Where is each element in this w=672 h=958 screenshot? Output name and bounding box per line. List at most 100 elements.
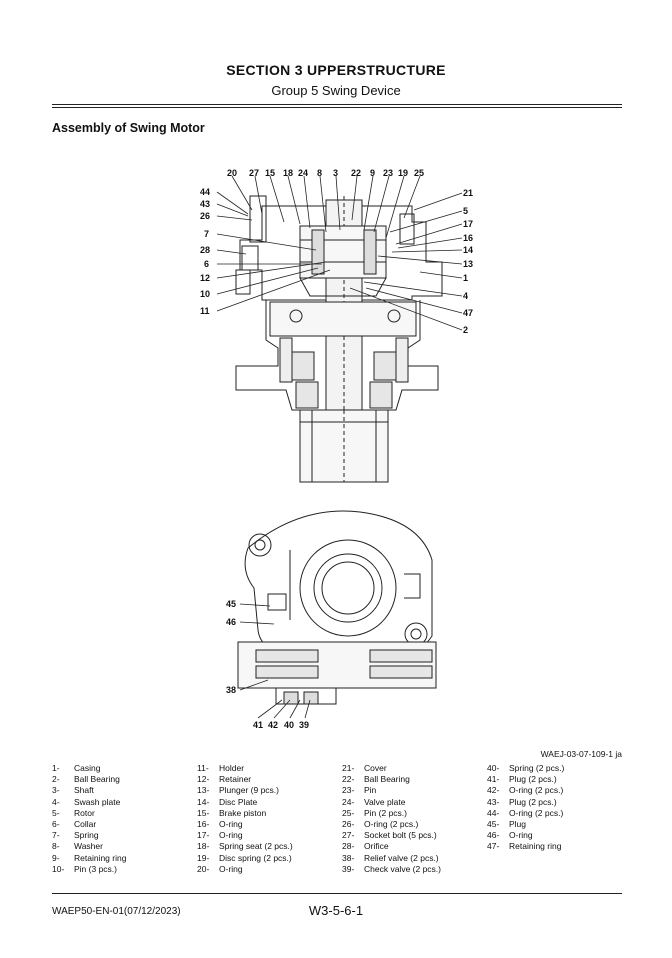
legend-num: 3-	[52, 785, 60, 796]
legend-num: 14-	[197, 796, 210, 807]
legend-num: 26-	[342, 819, 355, 830]
legend-item: 23-Pin	[342, 785, 441, 796]
legend-item: 1-Casing	[52, 763, 126, 774]
callout-16: 16	[463, 233, 473, 243]
footer-doc-code: WAEP50-EN-01(07/12/2023)	[52, 906, 181, 917]
group-title: Group 5 Swing Device	[271, 83, 401, 98]
legend-label: Washer	[74, 841, 103, 852]
legend-num: 28-	[342, 841, 355, 852]
callout-39: 39	[299, 720, 309, 730]
legend-label: Plunger (9 pcs.)	[219, 785, 279, 796]
header-rule-top	[52, 104, 622, 105]
legend-label: O-ring (2 pcs.)	[509, 807, 564, 818]
legend-num: 21-	[342, 763, 355, 773]
legend-num: 45-	[487, 819, 500, 830]
legend-item: 25-Pin (2 pcs.)	[342, 808, 441, 819]
callout-3: 3	[333, 168, 338, 178]
legend-label: O-ring	[219, 830, 243, 841]
legend-num: 22-	[342, 774, 355, 785]
legend-label: O-ring	[509, 830, 533, 841]
legend-item: 45-Plug	[487, 819, 564, 830]
callout-10: 10	[200, 289, 210, 299]
legend-label: Holder	[219, 763, 245, 773]
legend-item: 5-Rotor	[52, 808, 126, 819]
legend-label: Check valve (2 pcs.)	[364, 863, 441, 874]
legend-item: 15-Brake piston	[197, 808, 293, 819]
parts-legend-col-1: 1-Casing 2-Ball Bearing 3-Shaft 4- Swash …	[52, 763, 126, 875]
legend-item: 17- O-ring	[197, 830, 293, 841]
legend-label: Plug (2 pcs.)	[509, 796, 557, 807]
callout-5: 5	[463, 206, 468, 216]
legend-item: 3-Shaft	[52, 785, 126, 796]
legend-num: 7-	[52, 830, 60, 841]
callout-14: 14	[463, 245, 473, 255]
legend-num: 39-	[342, 863, 355, 874]
legend-num: 18-	[197, 841, 210, 852]
legend-item: 44-O-ring (2 pcs.)	[487, 808, 564, 819]
legend-item: 43- Plug (2 pcs.)	[487, 797, 564, 808]
legend-item: 14-Disc Plate	[197, 797, 293, 808]
legend-label: Retaining ring	[74, 852, 127, 863]
legend-item: 21-Cover	[342, 763, 441, 774]
page-heading: Assembly of Swing Motor	[52, 121, 205, 135]
legend-num: 46-	[487, 830, 500, 841]
legend-num: 12-	[197, 774, 210, 785]
legend-item: 11-Holder	[197, 763, 293, 774]
legend-label: O-ring	[219, 863, 243, 874]
callout-40: 40	[284, 720, 294, 730]
callout-43: 43	[200, 199, 210, 209]
legend-item: 4- Swash plate	[52, 797, 126, 808]
callout-1: 1	[463, 273, 468, 283]
legend-item: 2-Ball Bearing	[52, 774, 126, 785]
legend-num: 27-	[342, 830, 355, 841]
legend-num: 47-	[487, 841, 500, 852]
legend-item: 39- Check valve (2 pcs.)	[342, 864, 441, 875]
legend-num: 9-	[52, 852, 60, 863]
legend-num: 43-	[487, 796, 500, 807]
legend-num: 15-	[197, 807, 210, 818]
legend-label: O-ring	[219, 819, 243, 830]
legend-num: 42-	[487, 785, 500, 796]
callout-2: 2	[463, 325, 468, 335]
legend-item: 20-O-ring	[197, 864, 293, 875]
legend-item: 24-Valve plate	[342, 797, 441, 808]
legend-num: 17-	[197, 830, 210, 841]
header-rule-bottom	[52, 107, 622, 108]
callout-23: 23	[383, 168, 393, 178]
legend-label: Swash plate	[74, 796, 121, 807]
legend-label: Pin	[364, 785, 377, 796]
legend-num: 19-	[197, 852, 210, 863]
legend-num: 16-	[197, 819, 210, 830]
legend-item: 18-Spring seat (2 pcs.)	[197, 841, 293, 852]
legend-item: 6-Collar	[52, 819, 126, 830]
callout-7: 7	[204, 229, 209, 239]
callout-11: 11	[200, 306, 210, 316]
legend-num: 4-	[52, 796, 60, 807]
legend-label: Relief valve (2 pcs.)	[364, 852, 439, 863]
callout-13: 13	[463, 259, 473, 269]
callout-21: 21	[463, 188, 473, 198]
legend-label: Retainer	[219, 774, 252, 785]
callout-38: 38	[226, 685, 236, 695]
callout-17: 17	[463, 219, 473, 229]
legend-item: 22- Ball Bearing	[342, 774, 441, 785]
legend-label: O-ring (2 pcs.)	[364, 819, 419, 830]
legend-item: 10-Pin (3 pcs.)	[52, 864, 126, 875]
callout-47: 47	[463, 308, 473, 318]
legend-num: 40-	[487, 763, 500, 773]
legend-item: 16- O-ring	[197, 819, 293, 830]
legend-num: 13-	[197, 785, 210, 796]
callout-41: 41	[253, 720, 263, 730]
legend-label: Plug (2 pcs.)	[509, 774, 557, 785]
callout-19: 19	[398, 168, 408, 178]
legend-item: 28-Orifice	[342, 841, 441, 852]
parts-legend-col-2: 11-Holder 12- Retainer 13- Plunger (9 pcs.…	[197, 763, 293, 875]
legend-label: Ball Bearing	[364, 774, 410, 785]
parts-legend-col-4: 40-Spring (2 pcs.) 41-Plug (2 pcs.) 42-O…	[487, 763, 564, 853]
legend-label: Disc spring (2 pcs.)	[219, 852, 292, 863]
callout-6: 6	[204, 259, 209, 269]
callout-18: 18	[283, 168, 293, 178]
callout-4: 4	[463, 291, 468, 301]
legend-label: O-ring (2 pcs.)	[509, 785, 564, 796]
callout-9: 9	[370, 168, 375, 178]
